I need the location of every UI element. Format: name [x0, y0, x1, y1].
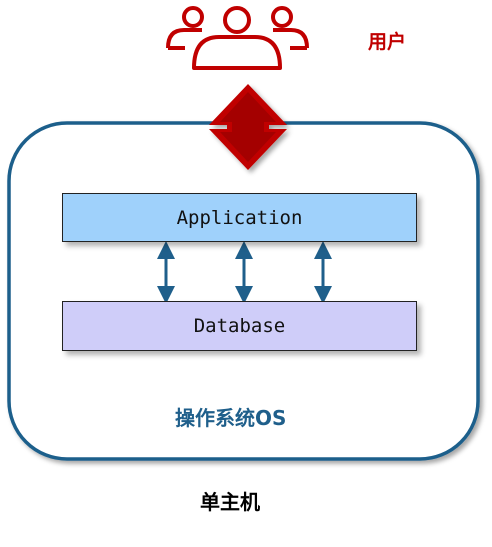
application-label: Application — [176, 206, 303, 229]
database-layer: Database — [62, 301, 417, 351]
os-label: 操作系统OS — [175, 406, 287, 430]
bidirectional-arrow-icon — [209, 84, 287, 170]
database-label: Database — [193, 315, 286, 337]
users-icon — [166, 6, 309, 70]
application-layer: Application — [62, 193, 417, 242]
host-label: 单主机 — [200, 490, 260, 514]
user-label: 用户 — [368, 31, 407, 53]
app-db-connectors — [157, 241, 332, 304]
